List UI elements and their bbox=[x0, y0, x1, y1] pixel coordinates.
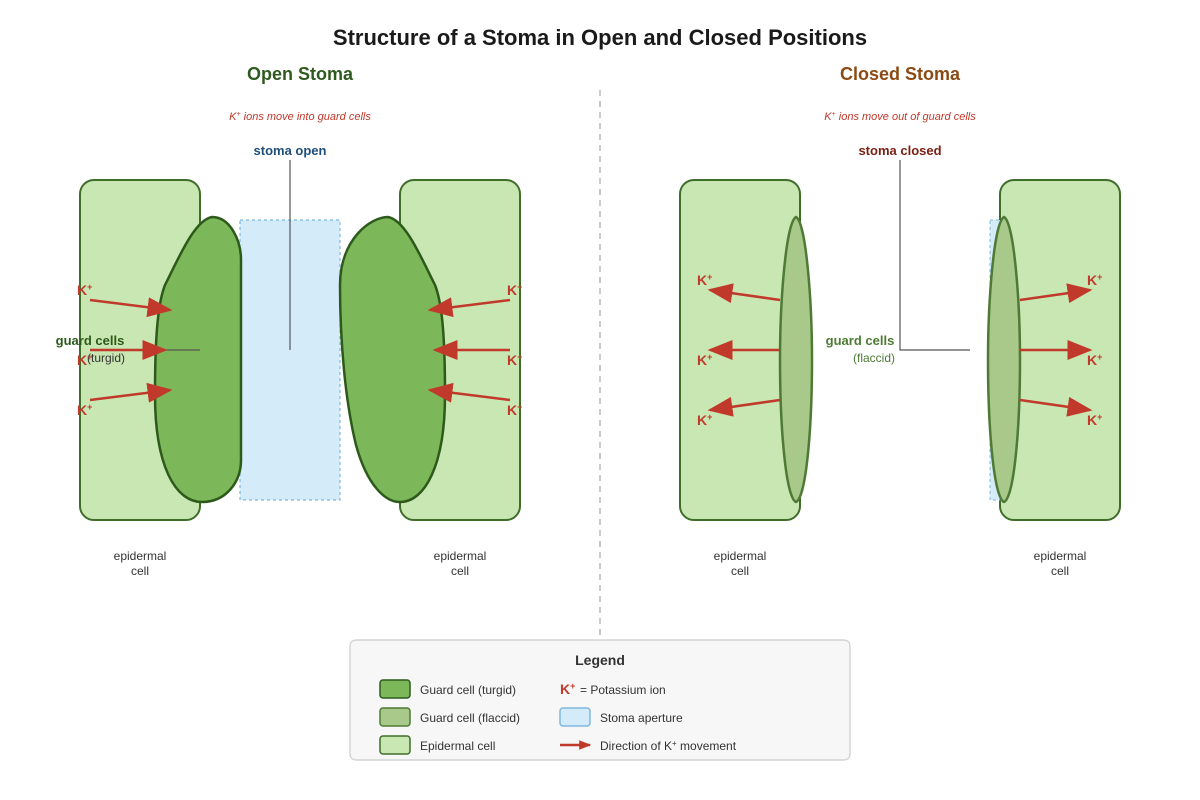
legend-label-direction: Direction of K+ movement bbox=[600, 739, 737, 753]
open-guard-cells-state: (turgid) bbox=[87, 351, 125, 365]
closed-ion-left-3: K+ bbox=[697, 412, 712, 428]
closed-ion-left-1: K+ bbox=[697, 272, 712, 288]
open-stoma-label: stoma open bbox=[254, 143, 327, 158]
open-arrow-left-1 bbox=[89, 297, 173, 318]
diagram-title: Structure of a Stoma in Open and Closed … bbox=[333, 25, 867, 50]
open-stoma-panel: Open Stoma K+ ions move into guard cells… bbox=[56, 64, 523, 578]
open-note: K+ ions move into guard cells bbox=[229, 111, 371, 123]
legend-label-epidermal: Epidermal cell bbox=[420, 739, 495, 753]
open-ion-left-1: K+ bbox=[77, 282, 92, 298]
open-guard-cells-label: guard cells bbox=[56, 333, 125, 348]
open-ion-left-3: K+ bbox=[77, 402, 92, 418]
open-stoma-heading: Open Stoma bbox=[247, 64, 354, 84]
legend-swatch-epidermal bbox=[379, 735, 411, 755]
legend-label-aperture: Stoma aperture bbox=[600, 711, 683, 725]
closed-stoma-label: stoma closed bbox=[858, 143, 941, 158]
open-arrow-right-3 bbox=[427, 382, 511, 403]
closed-guard-cells-label: guard cells bbox=[826, 333, 895, 348]
open-guard-cell-left bbox=[153, 215, 243, 504]
closed-arrow-right-1 bbox=[1019, 283, 1093, 304]
closed-arrow-right-3 bbox=[1019, 396, 1093, 417]
open-ion-right-3: K+ bbox=[507, 402, 522, 418]
closed-arrow-left-3 bbox=[707, 396, 781, 417]
legend-swatch-turgid bbox=[379, 679, 411, 699]
legend-swatch-aperture bbox=[559, 707, 591, 727]
closed-guard-cell-right bbox=[986, 215, 1022, 504]
closed-ion-right-2: K+ bbox=[1087, 352, 1102, 368]
closed-stoma-heading: Closed Stoma bbox=[840, 64, 961, 84]
closed-arrow-left-1 bbox=[707, 283, 781, 304]
legend-swatch-flaccid bbox=[379, 707, 411, 727]
legend-title: Legend bbox=[575, 652, 625, 668]
closed-ion-right-3: K+ bbox=[1087, 412, 1102, 428]
legend-box bbox=[349, 639, 851, 761]
legend: Legend Guard cell (turgid) Guard cell (f… bbox=[349, 639, 851, 761]
open-ion-left-2: K+ bbox=[77, 352, 92, 368]
legend-label-ion: = Potassium ion bbox=[580, 683, 666, 697]
legend-label-flaccid: Guard cell (flaccid) bbox=[420, 711, 520, 725]
closed-note: K+ ions move out of guard cells bbox=[824, 111, 976, 123]
closed-stoma-leader bbox=[899, 160, 970, 351]
open-ion-right-2: K+ bbox=[507, 352, 522, 368]
closed-guard-cells-state: (flaccid) bbox=[853, 351, 895, 365]
open-guard-cell-right bbox=[338, 215, 447, 504]
open-arrow-left-3 bbox=[89, 382, 173, 403]
closed-guard-cell-left bbox=[778, 215, 814, 504]
legend-ion-symbol: K+ bbox=[560, 681, 575, 697]
open-ion-right-1: K+ bbox=[507, 282, 522, 298]
open-arrow-right-1 bbox=[427, 297, 511, 318]
legend-label-turgid: Guard cell (turgid) bbox=[420, 683, 516, 697]
closed-ion-right-1: K+ bbox=[1087, 272, 1102, 288]
closed-stoma-panel: Closed Stoma K+ ions move out of guard c… bbox=[679, 64, 1121, 578]
